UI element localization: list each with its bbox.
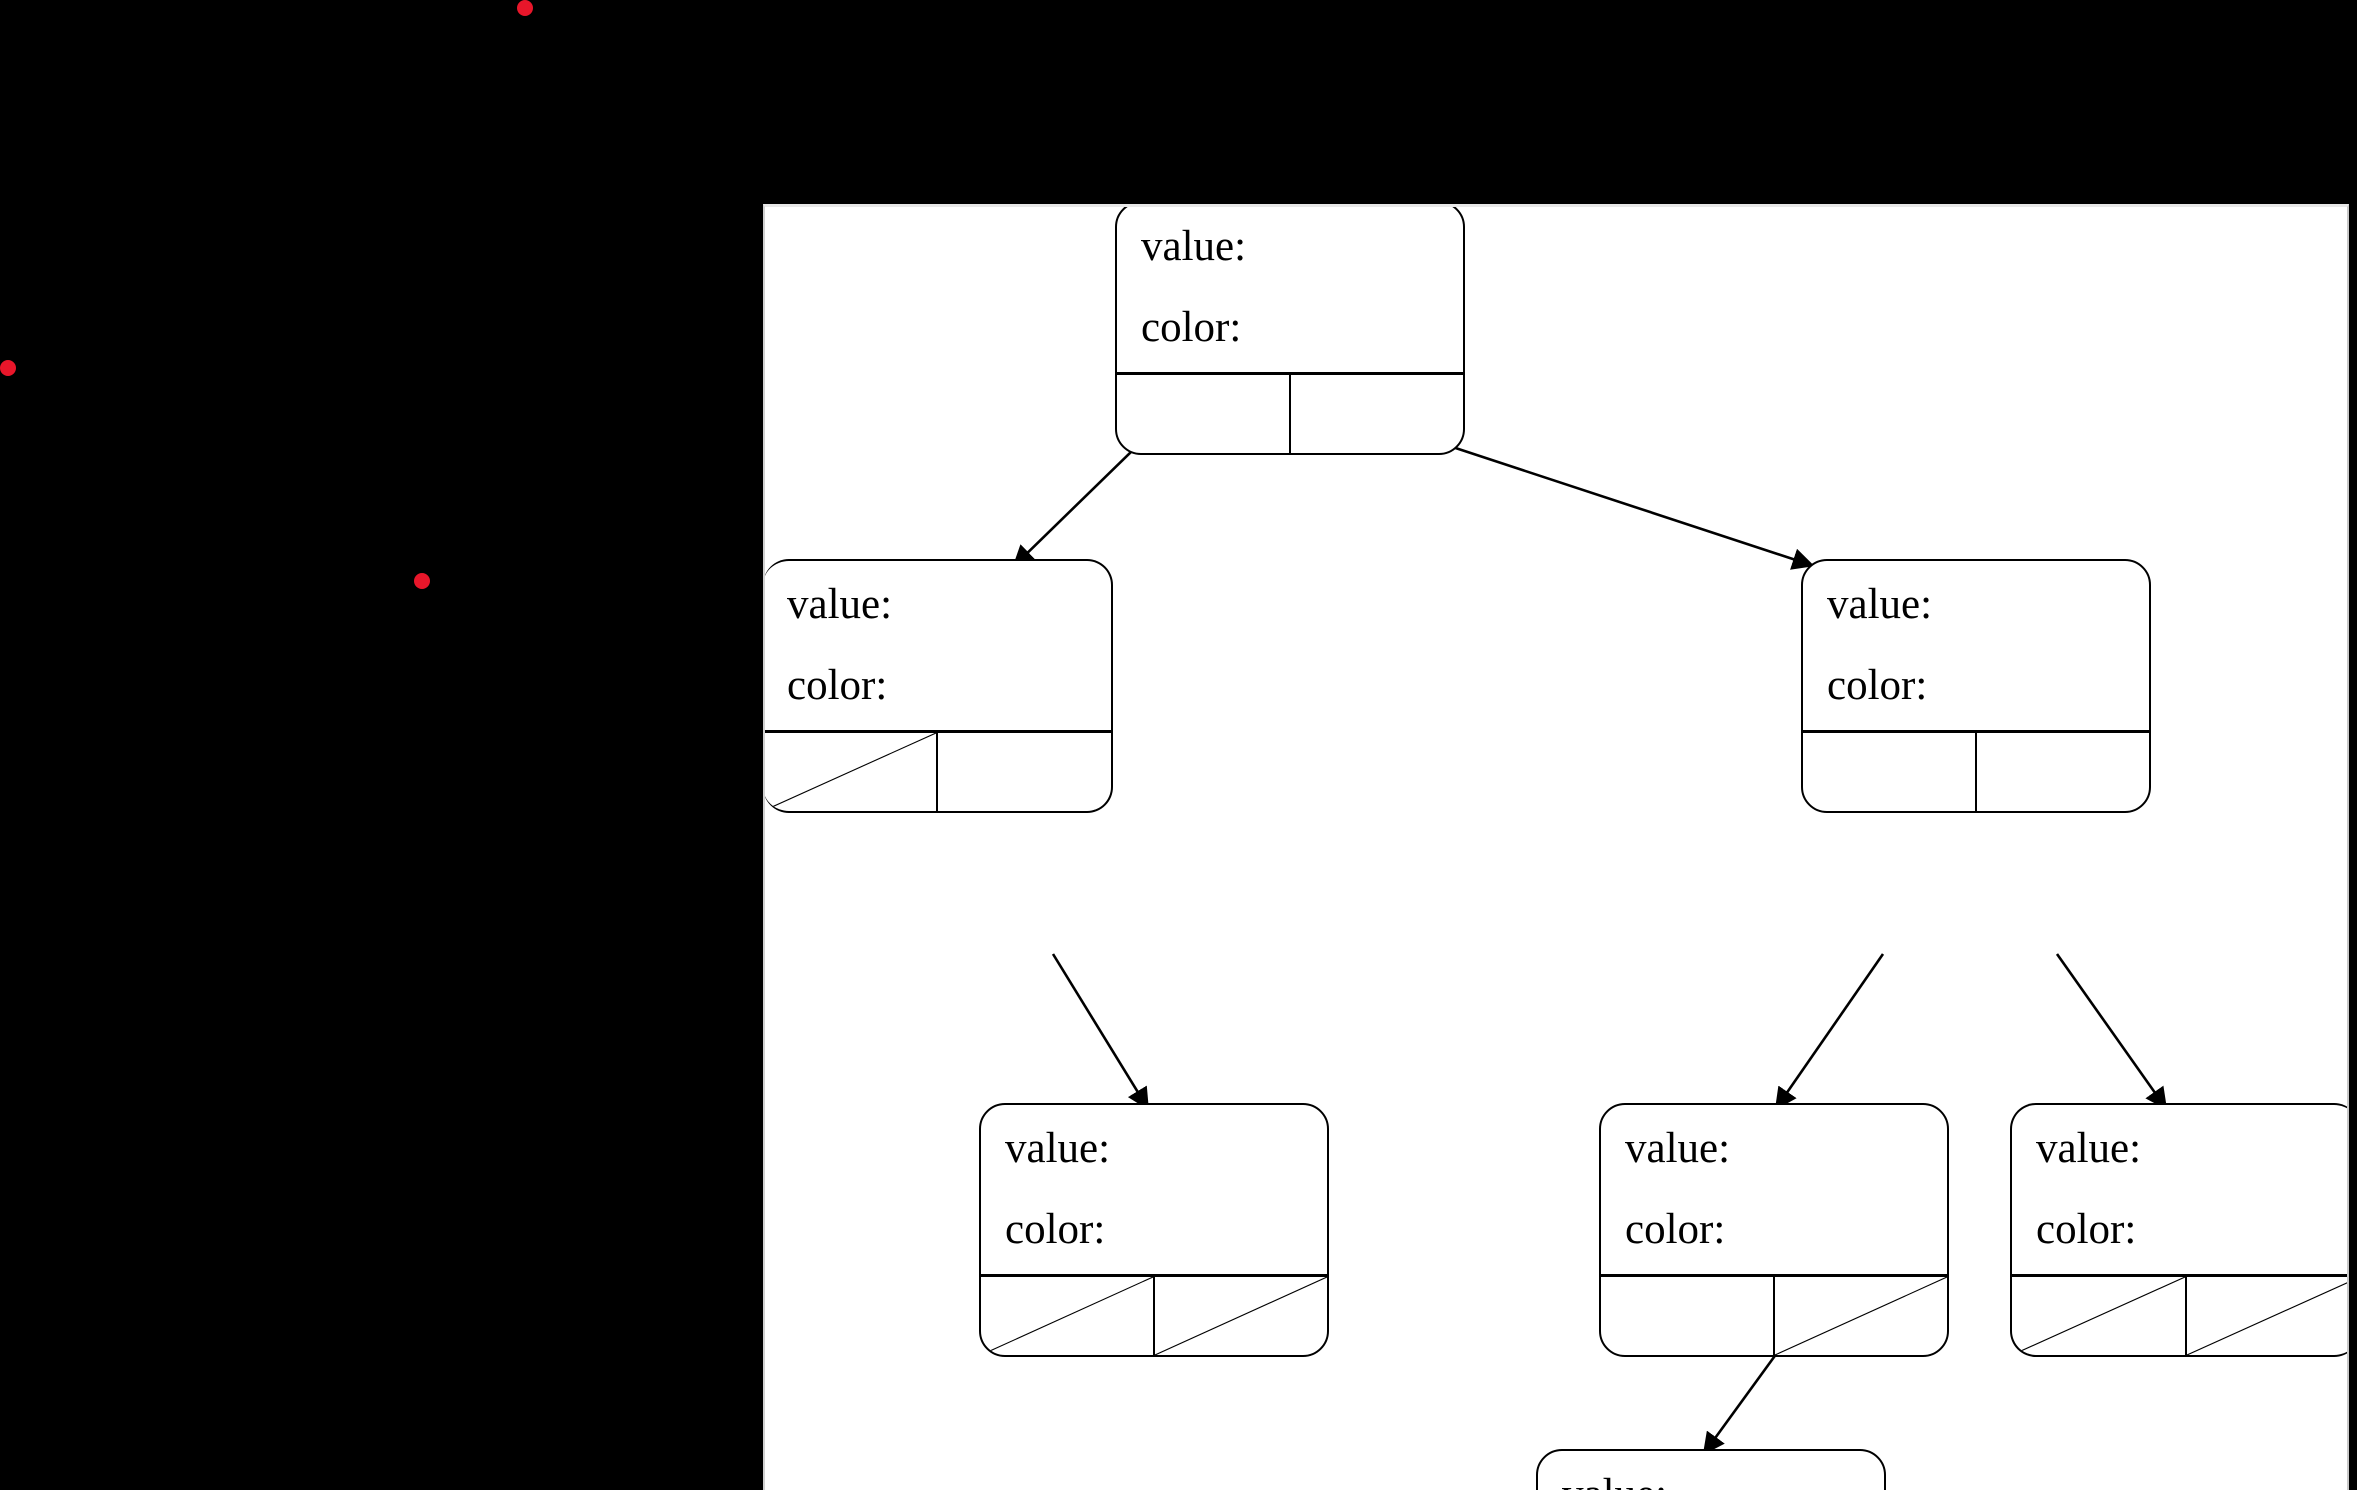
node-color-label: color: [787,662,888,709]
left-pointer-cell-null[interactable] [981,1277,1155,1355]
red-marker-dot-3 [414,573,430,589]
diagram-surface[interactable]: value: color: value: color: [763,207,2349,1490]
right-pointer-cell-null[interactable] [2187,1277,2349,1355]
node-color-label: color: [1625,1206,1726,1253]
left-pointer-cell[interactable] [1803,733,1977,811]
node-pointer-row [1117,372,1463,453]
node-color-label: color: [1827,662,1928,709]
left-pointer-cell[interactable] [1601,1277,1775,1355]
null-slash-icon [1775,1277,1947,1355]
edge-right-to-its-right-child [2055,953,2168,1111]
node-fields: value: color: [765,561,1111,730]
node-fields: value: color: [1538,1451,1884,1490]
tree-node-deep-leaf[interactable]: value: color: [1536,1449,1886,1490]
node-fields: value: color: [1601,1105,1947,1274]
edge-left-to-its-right-child [1051,953,1149,1111]
tree-node-root[interactable]: value: color: [1115,207,1465,455]
tree-node-left-right-leaf[interactable]: value: color: [979,1103,1329,1357]
null-slash-icon [2187,1277,2349,1355]
node-value-label: value: [1625,1125,1731,1172]
null-slash-icon [981,1277,1153,1355]
null-slash-icon [2012,1277,2185,1355]
right-pointer-cell-null[interactable] [1155,1277,1327,1355]
diagram-viewport-panel[interactable]: value: color: value: color: [763,204,2349,1490]
left-pointer-cell-null[interactable] [763,733,938,811]
node-pointer-row [1601,1274,1947,1355]
node-color-label: color: [1005,1206,1106,1253]
right-pointer-cell[interactable] [1291,375,1463,453]
node-pointer-row [981,1274,1327,1355]
node-value-label: value: [787,581,893,628]
node-color-label: color: [2036,1206,2137,1253]
node-pointer-row [2012,1274,2349,1355]
tree-node-right-right-leaf[interactable]: value: color: [2010,1103,2349,1357]
node-fields: value: color: [2012,1105,2347,1274]
right-pointer-cell[interactable] [938,733,1111,811]
node-value-label: value: [2036,1125,2142,1172]
left-pointer-cell[interactable] [1117,375,1291,453]
right-pointer-cell-null[interactable] [1775,1277,1947,1355]
node-pointer-row [1803,730,2149,811]
edge-right-to-its-left-child [1774,953,1885,1111]
red-marker-dot-1 [517,0,533,16]
null-slash-icon [763,733,936,811]
node-value-label: value: [1562,1473,1884,1490]
node-value-label: value: [1005,1125,1111,1172]
node-value-label: value: [1141,223,1247,270]
null-slash-icon [1155,1277,1327,1355]
tree-node-root-left-child[interactable]: value: color: [763,559,1113,813]
node-value-label: value: [1827,581,1933,628]
tree-node-root-right-child[interactable]: value: color: [1801,559,2151,813]
red-marker-dot-2 [0,360,16,376]
left-pointer-cell-null[interactable] [2012,1277,2187,1355]
node-fields: value: color: [981,1105,1327,1274]
tree-node-right-left[interactable]: value: color: [1599,1103,1949,1357]
node-fields: value: color: [1117,207,1463,372]
node-pointer-row [763,730,1111,811]
right-pointer-cell[interactable] [1977,733,2149,811]
node-fields: value: color: [1803,561,2149,730]
node-color-label: color: [1141,304,1242,351]
